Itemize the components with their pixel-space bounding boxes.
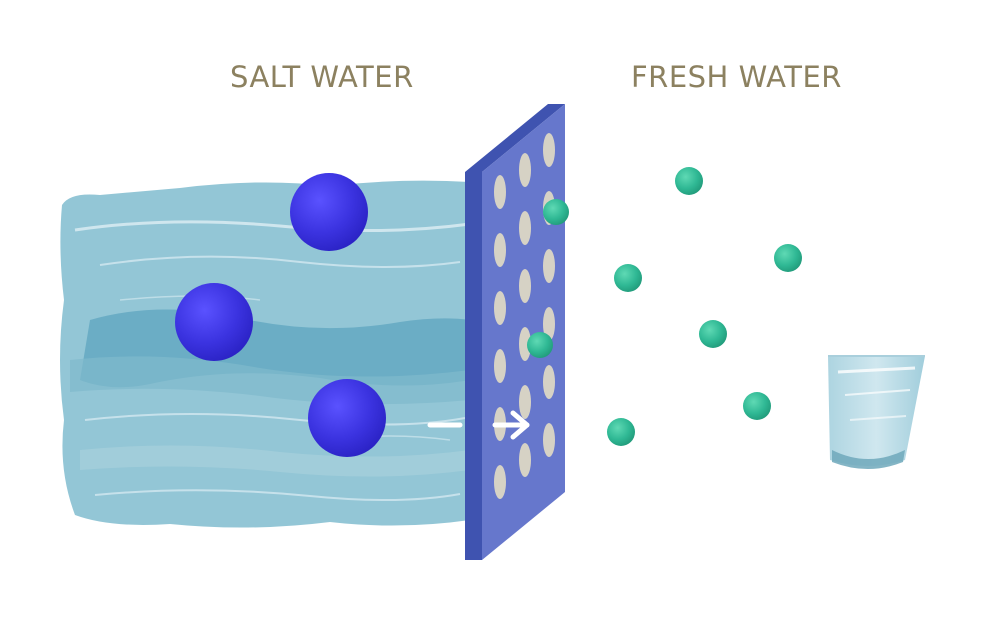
water-particle xyxy=(543,199,569,225)
salt-water-body xyxy=(60,180,471,528)
fresh-water-label: FRESH WATER xyxy=(631,60,842,94)
water-particle xyxy=(607,418,635,446)
water-particle xyxy=(527,332,553,358)
water-particle xyxy=(675,167,703,195)
water-particle xyxy=(743,392,771,420)
salt-particle xyxy=(308,379,386,457)
salt-water-label: SALT WATER xyxy=(230,60,414,94)
water-particle xyxy=(614,264,642,292)
membrane-filter xyxy=(465,104,565,560)
flow-arrow-icon xyxy=(427,410,530,440)
water-particle xyxy=(774,244,802,272)
salt-particle xyxy=(175,283,253,361)
water-particle xyxy=(699,320,727,348)
salt-particle xyxy=(290,173,368,251)
glass-cup-icon xyxy=(828,355,925,469)
